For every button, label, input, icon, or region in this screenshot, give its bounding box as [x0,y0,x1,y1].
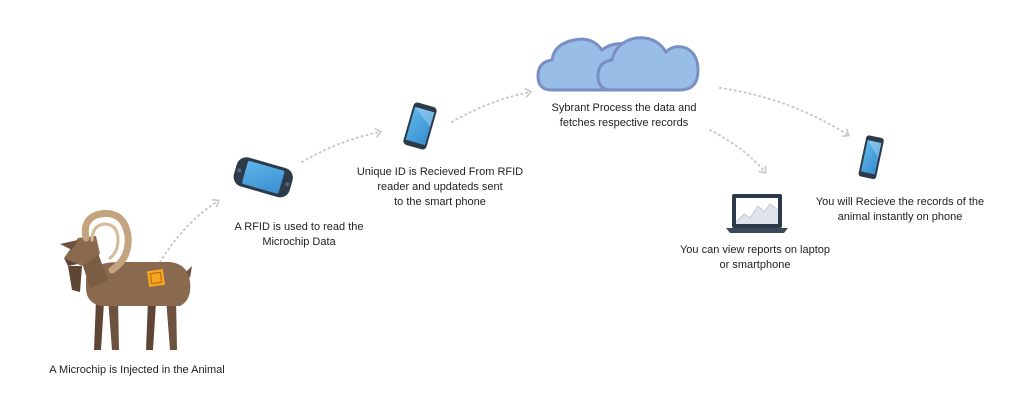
label-cloud-line-1: Sybrant Process the data and [551,102,697,114]
connector-phone-to-cloud [451,88,533,123]
label-phone-records-line-1: You will Recieve the records of the [815,196,985,208]
connector-reader-to-phone [301,128,383,163]
connector-cloud-to-laptop [709,129,767,174]
label-laptop: You can view reports on laptop or smartp… [670,243,840,273]
label-laptop-line-1: You can view reports on laptop [679,244,831,256]
label-reader-line-1: A RFID is used to read the [234,221,364,233]
label-phone-receive-line-2: reader and updateds sent [377,181,503,193]
cloud-icon [536,36,700,92]
flow-connectors [159,87,850,263]
label-laptop-line-2: or smartphone [719,259,791,271]
label-cloud: Sybrant Process the data and fetches res… [534,101,714,131]
goat-with-microchip-icon [60,209,192,350]
label-phone-receive-line-3: to the smart phone [394,196,486,208]
smartphone-receive-icon [403,102,437,150]
label-phone-records-line-2: animal instantly on phone [837,211,963,223]
laptop-icon [726,194,788,233]
connector-cloud-to-phone [719,87,850,138]
label-phone-receive-line-1: Unique ID is Recieved From RFID [356,166,524,178]
label-phone-records: You will Recieve the records of the anim… [800,195,1000,225]
label-reader-line-2: Microchip Data [262,236,336,248]
rfid-reader-icon [233,157,293,198]
label-animal-line: A Microchip is Injected in the Animal [49,364,225,376]
connector-animal-to-reader [159,198,220,263]
smartphone-records-icon [858,135,884,180]
label-reader: A RFID is used to read the Microchip Dat… [214,220,384,250]
label-animal: A Microchip is Injected in the Animal [37,363,237,378]
label-phone-receive: Unique ID is Recieved From RFID reader a… [350,165,530,210]
label-cloud-line-2: fetches respective records [559,117,689,129]
